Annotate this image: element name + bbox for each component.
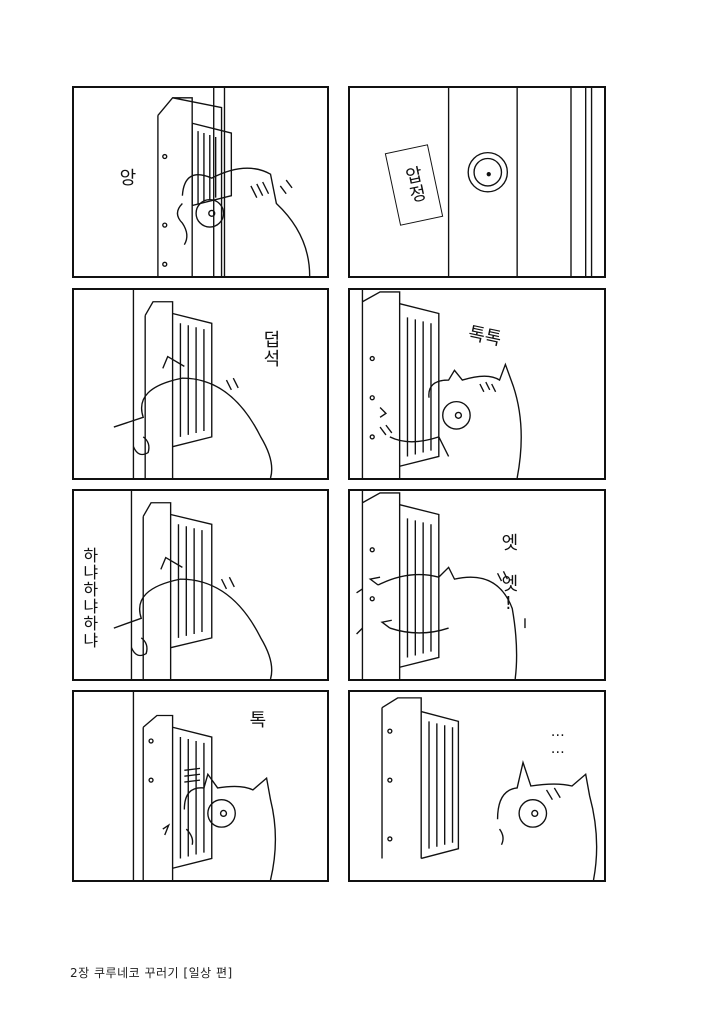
sound-effect-text: 톡 xyxy=(245,710,267,729)
page-footer-caption: 2장 쿠루네코 꾸러기 [일상 편] xyxy=(70,966,233,980)
comic-panel-4: 톡톡 xyxy=(348,288,606,480)
comic-panel-1: 앙 xyxy=(72,86,329,278)
cat-tapping-door-drawing xyxy=(361,290,522,478)
sound-effect-text: 엣 엣! xyxy=(497,533,519,615)
comic-panel-5: 하냐하냐하냐 xyxy=(72,489,329,681)
sound-effect-text: 하냐하냐하냐 xyxy=(79,547,99,649)
cat-chewing-door-drawing xyxy=(113,491,273,679)
cat-grabbing-door-drawing xyxy=(113,290,273,478)
cat-facing-door-drawing xyxy=(132,692,277,880)
comic-panel-2: 압정 xyxy=(348,86,606,278)
ellipsis-text: …… xyxy=(549,724,566,758)
comic-panel-6: 엣 엣! xyxy=(348,489,606,681)
comic-panel-3: 덥석 xyxy=(72,288,329,480)
sound-effect-text: 덥석 xyxy=(259,330,281,368)
comic-panel-7: 톡 xyxy=(72,690,329,882)
cat-pulling-thumbtacks-drawing xyxy=(356,491,526,679)
door-latch-drawing xyxy=(157,88,311,276)
comic-panel-8: …… xyxy=(348,690,606,882)
sound-effect-text: 앙 xyxy=(115,168,137,187)
door-with-peephole-drawing xyxy=(447,88,593,276)
cat-staring-drawing xyxy=(381,697,598,880)
